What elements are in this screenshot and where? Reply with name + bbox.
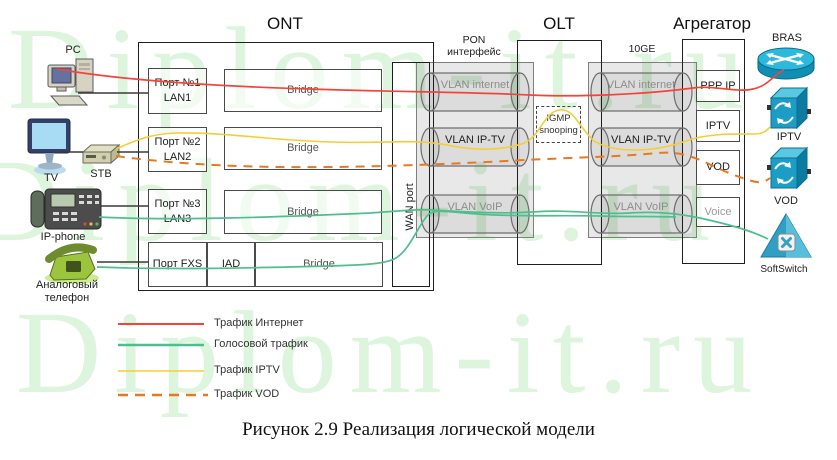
port2-lan-label: LAN2 — [163, 150, 192, 163]
olt-box — [517, 40, 602, 265]
service-voice-box: Voice — [696, 197, 740, 227]
vod-switch-icon — [767, 146, 811, 190]
ont-port1-box: Порт №1 LAN1 — [148, 68, 207, 114]
olt-vlan-iptv-label: VLAN IP-TV — [611, 134, 671, 146]
pon-vlan-voip-label: VLAN VoIP — [447, 201, 503, 213]
legend-swatch-iptv — [118, 370, 204, 372]
tv-label: TV — [43, 172, 59, 184]
stb-icon — [81, 143, 121, 165]
service-vod-box: VOD — [696, 150, 740, 185]
ont-port3-box: Порт №3 LAN3 — [148, 189, 207, 234]
olt-vlan-voip-label: VLAN VoIP — [613, 201, 669, 213]
pon-label-line2: интерфейс — [447, 46, 501, 59]
bras-router-icon — [757, 47, 815, 80]
pc-label: PC — [65, 44, 81, 56]
stb-label: STB — [90, 168, 112, 180]
ip-phone-icon — [30, 188, 102, 230]
legend-label-iptv: Трафик IPTV — [214, 364, 280, 376]
service-iptv-box: IPTV — [696, 110, 740, 142]
bridge4-box: Bridge — [255, 242, 383, 287]
uplink-10ge-label: 10GE — [628, 43, 656, 55]
legend-label-internet: Трафик Интернет — [214, 317, 304, 329]
port-fxs-label: Порт FXS — [152, 258, 203, 271]
ont-port2-box: Порт №2 LAN2 — [148, 127, 207, 172]
legend-item-internet: Трафик Интернет — [118, 317, 378, 331]
igmp-snooping-box: IGMP snooping — [536, 106, 581, 143]
service-ppp-ip-box: PPP IP — [696, 70, 740, 102]
aggregator-title: Агрегатор — [673, 14, 751, 33]
port3-label: Порт №3 — [154, 197, 201, 210]
legend-swatch-vod — [118, 393, 208, 397]
bridge3-box: Bridge — [224, 190, 382, 234]
legend-item-iptv: Трафик IPTV — [118, 364, 378, 378]
olt-title: OLT — [543, 14, 575, 33]
igmp-label-line1: IGMP — [546, 112, 571, 124]
bridge1-box: Bridge — [224, 69, 382, 112]
figure-caption: Рисунок 2.9 Реализация логической модели — [242, 419, 595, 440]
pon-vlan-internet-label: VLAN internet — [440, 79, 510, 91]
iad-box: IAD — [207, 242, 255, 287]
legend-swatch-internet — [118, 323, 204, 325]
pc-icon — [47, 58, 94, 106]
iptv-label: IPTV — [776, 131, 802, 143]
legend-label-voice: Голосовой трафик — [214, 338, 308, 350]
softswitch-icon — [760, 213, 812, 258]
softswitch-label: SoftSwitch — [760, 264, 808, 275]
port3-lan-label: LAN3 — [163, 212, 192, 225]
analog-phone-icon — [45, 243, 99, 284]
port1-label: Порт №1 — [154, 77, 201, 90]
port2-label: Порт №2 — [154, 135, 201, 148]
bridge2-box: Bridge — [224, 127, 382, 170]
ip-phone-label: IP-phone — [40, 231, 86, 243]
bras-label: BRAS — [772, 32, 802, 44]
olt-vlan-internet-label: VLAN internet — [606, 79, 676, 91]
tv-icon — [27, 118, 71, 175]
pon-label-line1: PON — [462, 34, 486, 46]
port1-lan-label: LAN1 — [163, 92, 192, 104]
vod-label: VOD — [774, 195, 798, 207]
ont-port-fxs-box: Порт FXS — [148, 242, 207, 287]
pon-interface-label: PON интерфейс — [429, 34, 519, 58]
iptv-switch-icon — [767, 86, 811, 130]
legend-item-vod: Трафик VOD — [118, 388, 378, 402]
pon-vlan-iptv-label: VLAN IP-TV — [445, 134, 505, 146]
ont-title: ONT — [267, 14, 303, 33]
analog-phone-label: Аналоговый телефон — [36, 279, 98, 305]
legend-item-voice: Голосовой трафик — [118, 338, 378, 352]
legend-swatch-voice — [118, 343, 204, 347]
wan-port-label: WAN port — [404, 183, 416, 231]
legend-label-vod: Трафик VOD — [214, 388, 280, 400]
igmp-label-line2: snooping — [539, 124, 578, 136]
watermark-row-3: Diplom-it.ru — [16, 287, 766, 418]
